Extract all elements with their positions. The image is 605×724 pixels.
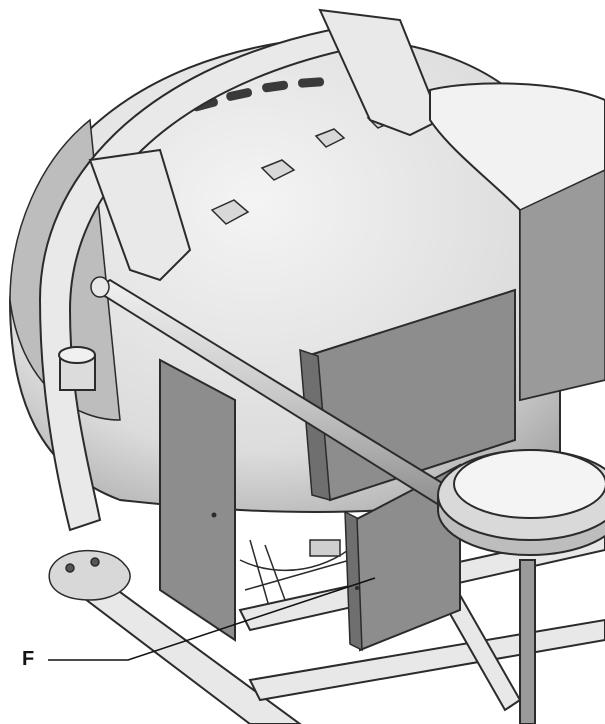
left-post: [58, 346, 96, 391]
drum-handle: [38, 8, 442, 532]
left-bracket: [159, 358, 236, 642]
callout-label-f: F: [22, 648, 35, 670]
foot-bracket: [48, 549, 131, 601]
wheel: [437, 449, 605, 556]
lower-mechanism: [239, 539, 361, 611]
callout-leader-f: [48, 577, 376, 661]
side-frame: [429, 82, 605, 402]
